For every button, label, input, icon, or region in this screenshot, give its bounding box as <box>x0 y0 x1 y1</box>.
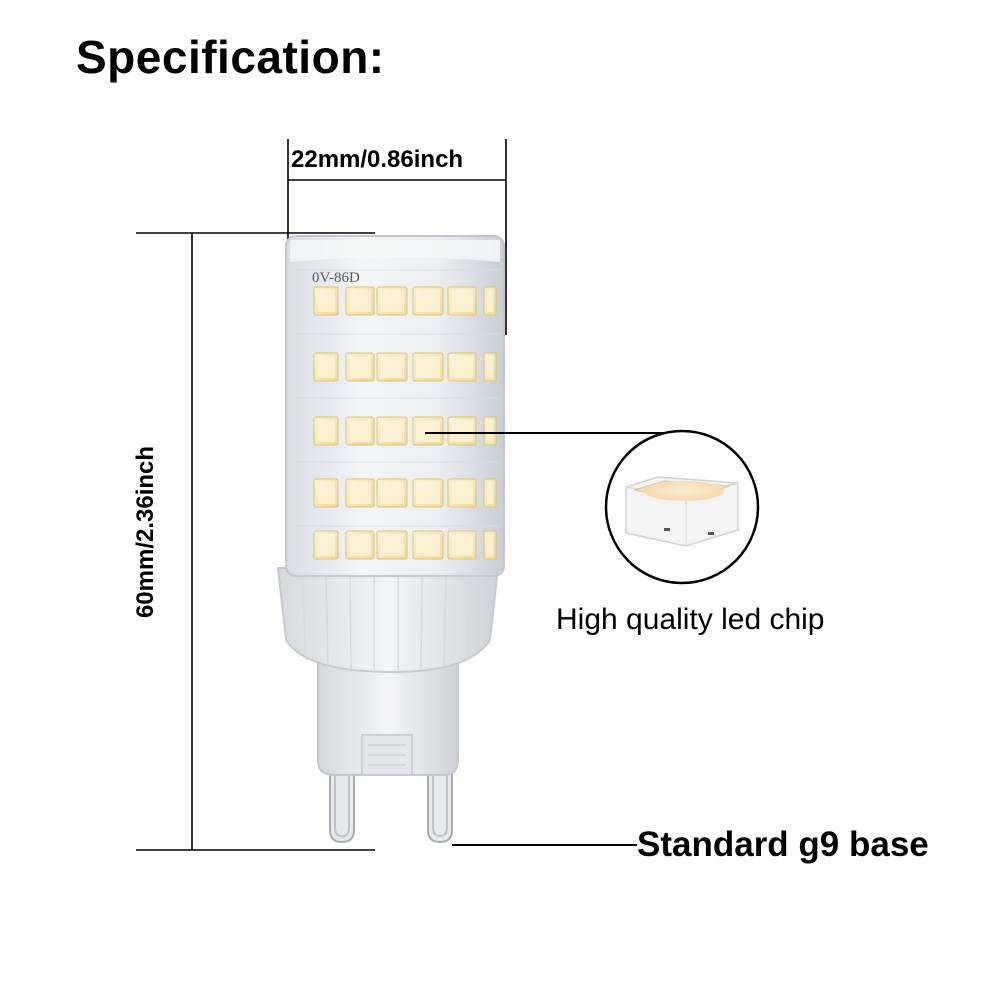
led-chip-phosphor <box>487 482 493 504</box>
led-chip-phosphor <box>317 290 335 312</box>
led-chip-phosphor <box>487 290 493 312</box>
led-chip-phosphor <box>451 482 473 504</box>
led-chip-phosphor <box>380 420 404 442</box>
led-chip-phosphor <box>349 356 371 378</box>
led-chip-phosphor <box>451 356 473 378</box>
led-chip-phosphor <box>380 290 404 312</box>
led-chip-phosphor <box>349 290 371 312</box>
led-chip-phosphor <box>451 290 473 312</box>
led-chip-phosphor <box>349 482 371 504</box>
g9-pins <box>329 769 453 844</box>
led-chip-phosphor <box>451 420 473 442</box>
led-chip-phosphor <box>380 356 404 378</box>
ribbed-collar <box>276 567 500 674</box>
led-chip-callout-label: High quality led chip <box>556 603 825 636</box>
spec-title: Specification: <box>76 31 385 83</box>
led-chip-phosphor <box>317 482 335 504</box>
led-chip-phosphor <box>416 356 440 378</box>
led-chip-phosphor <box>416 420 440 442</box>
base-callout-label: Standard g9 base <box>637 825 929 864</box>
led-chip-phosphor <box>317 534 335 556</box>
led-chip-grid <box>292 269 500 560</box>
led-chip-zoom <box>604 429 760 585</box>
led-chip-phosphor <box>487 420 493 442</box>
width-dimension-label: 22mm/0.86inch <box>291 146 464 173</box>
led-chip-phosphor <box>349 420 371 442</box>
led-chip-phosphor <box>416 482 440 504</box>
model-marking: 0V-86D <box>312 270 360 286</box>
led-chip-phosphor <box>451 534 473 556</box>
led-chip-phosphor <box>416 534 440 556</box>
led-chip-phosphor <box>349 534 371 556</box>
led-chip-phosphor <box>317 420 335 442</box>
led-chip-phosphor <box>487 534 493 556</box>
led-chip-phosphor <box>380 534 404 556</box>
led-chip-phosphor <box>380 482 404 504</box>
led-chip-phosphor <box>416 290 440 312</box>
led-chip-phosphor <box>487 356 493 378</box>
plug-base <box>317 659 459 776</box>
led-chip-phosphor <box>317 356 335 378</box>
